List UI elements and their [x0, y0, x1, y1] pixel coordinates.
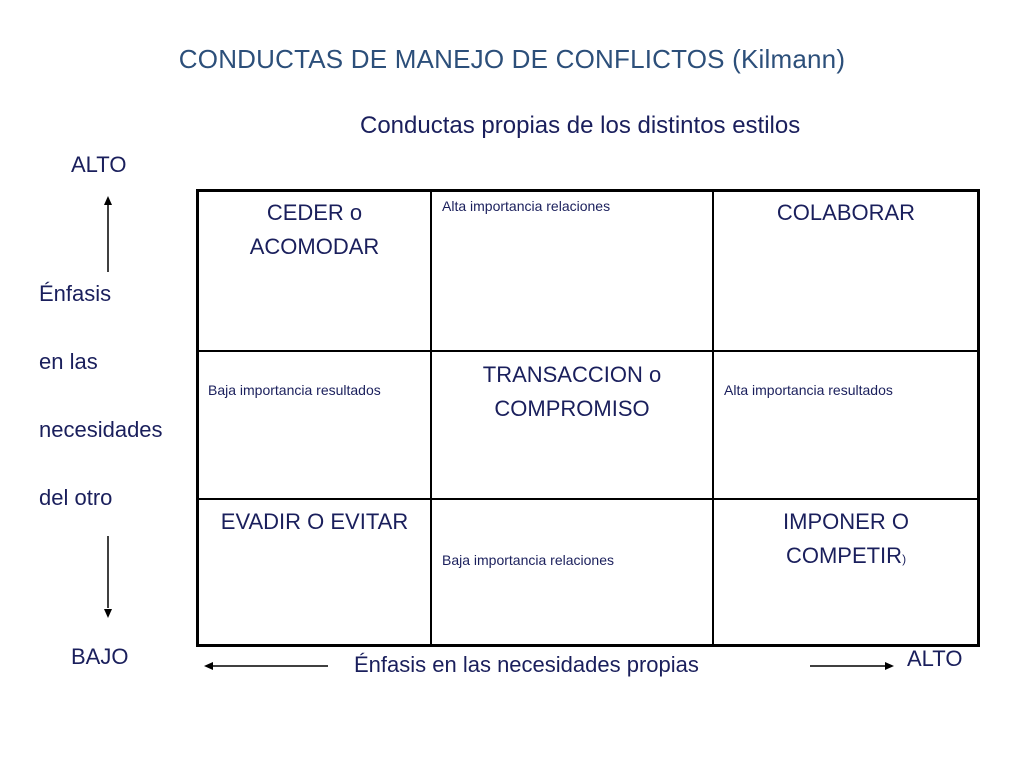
- grid-divider-horizontal-1: [197, 350, 979, 352]
- style-evadir-evitar: EVADIR O EVITAR: [199, 505, 430, 539]
- note-alta-importancia-resultados: Alta importancia resultados: [724, 382, 893, 398]
- style-label-line: COLABORAR: [776, 200, 916, 225]
- style-label-line: ACOMODAR: [249, 234, 380, 259]
- style-imponer-competir: IMPONER O COMPETIR): [714, 505, 978, 576]
- style-label-line: EVADIR O EVITAR: [220, 509, 409, 534]
- y-axis-high-label: ALTO: [71, 152, 127, 177]
- x-axis-high-label: ALTO: [907, 646, 963, 671]
- x-axis-label: Énfasis en las necesidades propias: [354, 652, 699, 677]
- y-axis-label-line-1: Énfasis: [39, 281, 112, 306]
- y-axis-label-line-3: necesidades: [39, 417, 163, 442]
- arrow-down-icon: [104, 536, 112, 618]
- style-transaccion-compromiso: TRANSACCION o COMPROMISO: [432, 358, 712, 426]
- style-label-line: IMPONER O: [783, 509, 909, 534]
- grid-divider-horizontal-2: [197, 498, 979, 500]
- arrow-up-icon: [104, 196, 112, 272]
- style-label-line: COMPETIR): [714, 539, 978, 576]
- style-label-text: COMPETIR: [785, 543, 903, 568]
- page-title: CONDUCTAS DE MANEJO DE CONFLICTOS (Kilma…: [178, 44, 846, 74]
- note-alta-importancia-relaciones: Alta importancia relaciones: [442, 198, 611, 214]
- arrow-left-icon: [204, 662, 328, 670]
- grid-divider-vertical-2: [712, 190, 714, 646]
- y-axis-label-line-4: del otro: [39, 485, 113, 510]
- note-baja-importancia-relaciones: Baja importancia relaciones: [442, 552, 614, 568]
- style-label-line: TRANSACCION o: [482, 362, 662, 387]
- subtitle: Conductas propias de los distintos estil…: [360, 112, 801, 139]
- note-baja-importancia-resultados: Baja importancia resultados: [208, 382, 381, 398]
- style-label-line: COMPROMISO: [494, 396, 650, 421]
- style-ceder-acomodar: CEDER o ACOMODAR: [199, 196, 430, 264]
- style-colaborar: COLABORAR: [714, 196, 978, 230]
- style-label-suffix: ): [902, 552, 907, 566]
- grid-divider-vertical-1: [430, 190, 432, 646]
- y-axis-low-label: BAJO: [71, 644, 129, 669]
- conflict-styles-grid: [196, 189, 980, 647]
- arrow-right-icon: [810, 662, 894, 670]
- style-label-line: CEDER o: [266, 200, 363, 225]
- y-axis-label-line-2: en las: [39, 349, 98, 374]
